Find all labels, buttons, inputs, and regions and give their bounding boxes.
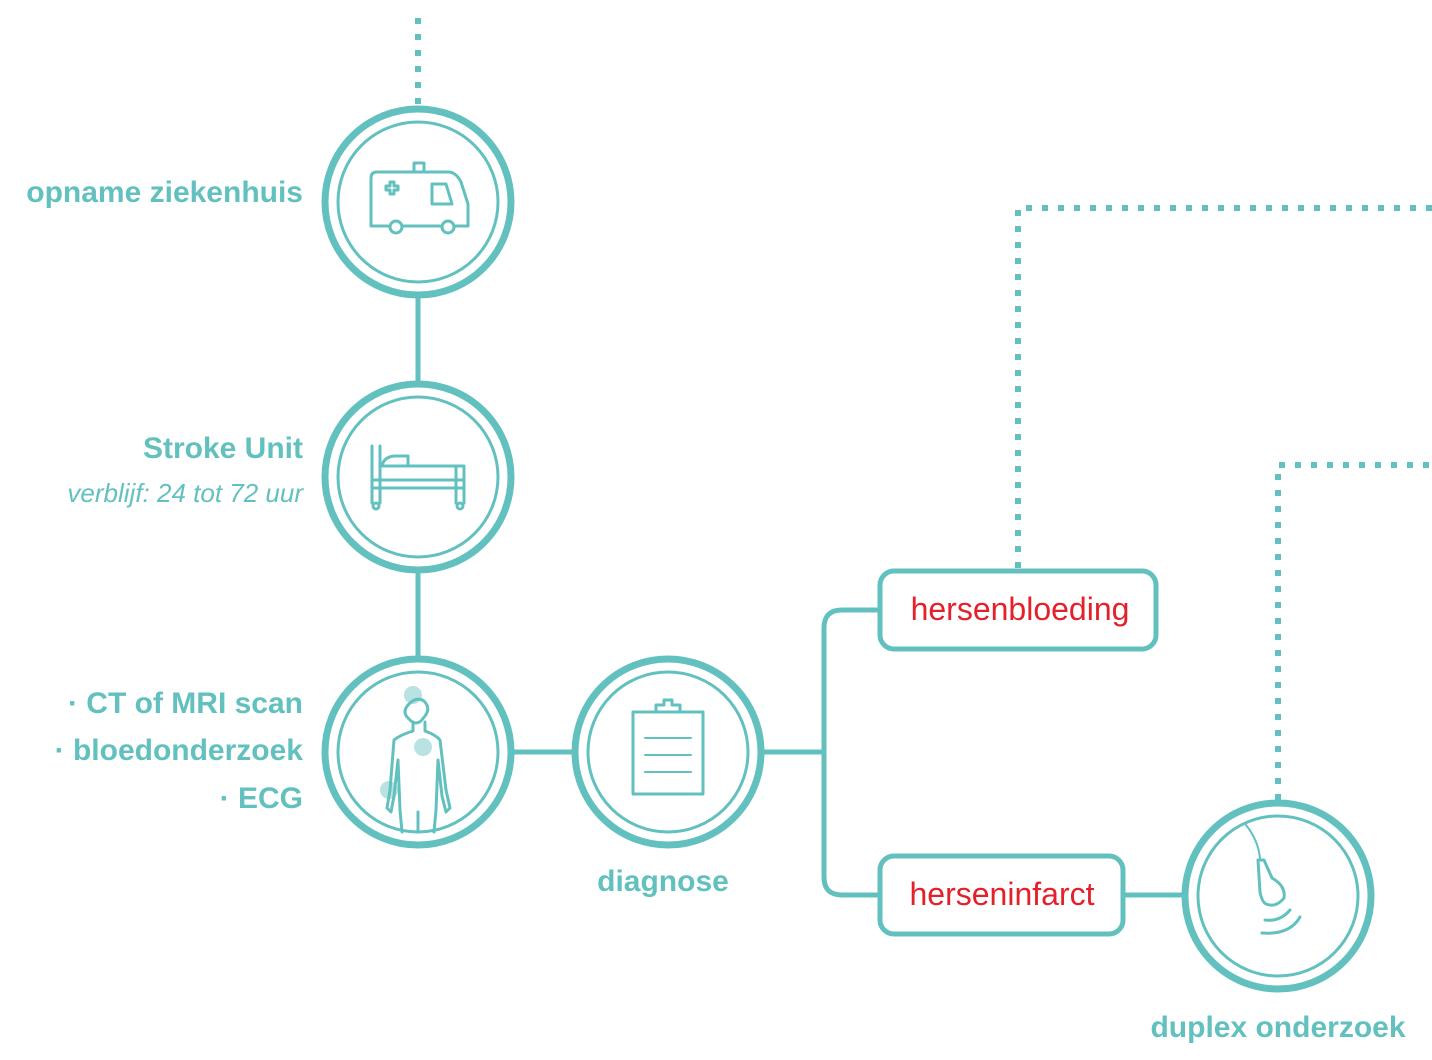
step-inner-ring bbox=[336, 120, 500, 284]
outcome-box bbox=[877, 568, 1159, 652]
step-circle bbox=[571, 655, 765, 849]
clipboard-icon bbox=[631, 698, 705, 796]
branch-bracket bbox=[821, 607, 880, 898]
step-diagnosis: diagnose bbox=[571, 655, 765, 898]
step-tests: · CT of MRI scan · bloedonderzoek · ECG bbox=[55, 655, 515, 849]
step-sublabel: verblijf: 24 tot 72 uur bbox=[67, 478, 304, 508]
hospital-bed-icon bbox=[370, 444, 466, 511]
step-inner-ring bbox=[336, 395, 500, 559]
test-item: · ECG bbox=[220, 782, 303, 815]
step-label: diagnose bbox=[597, 865, 729, 898]
test-item: · bloedonderzoek bbox=[55, 734, 304, 767]
step-label: opname ziekenhuis bbox=[26, 176, 303, 209]
step-circle bbox=[1181, 799, 1375, 993]
step-circle bbox=[321, 380, 515, 574]
outcome-label: hersenbloeding bbox=[911, 591, 1130, 627]
step-circle bbox=[321, 105, 515, 299]
dotted-connector-bleeding bbox=[1015, 205, 1432, 568]
step-duplex: duplex onderzoek bbox=[1150, 799, 1406, 1044]
ultrasound-probe-icon bbox=[1245, 824, 1302, 935]
body-scan-icon bbox=[380, 686, 452, 834]
outcome-hersenbloeding: hersenbloeding bbox=[877, 568, 1159, 652]
step-inner-ring bbox=[586, 670, 750, 834]
outcome-herseninfarct: herseninfarct bbox=[877, 853, 1126, 937]
ambulance-icon bbox=[369, 161, 470, 235]
outcome-box bbox=[877, 853, 1126, 937]
step-inner-ring bbox=[1196, 814, 1360, 978]
step-admission: opname ziekenhuis bbox=[26, 105, 515, 299]
step-circle bbox=[321, 655, 515, 849]
dotted-connector-duplex bbox=[1275, 462, 1432, 800]
step-stroke-unit: Stroke Unit verblijf: 24 tot 72 uur bbox=[67, 380, 515, 574]
outcome-label: herseninfarct bbox=[910, 876, 1095, 912]
connectors bbox=[415, 18, 1432, 898]
step-label: duplex onderzoek bbox=[1150, 1011, 1405, 1044]
test-item: · CT of MRI scan bbox=[68, 687, 303, 720]
step-label: Stroke Unit bbox=[143, 432, 303, 465]
